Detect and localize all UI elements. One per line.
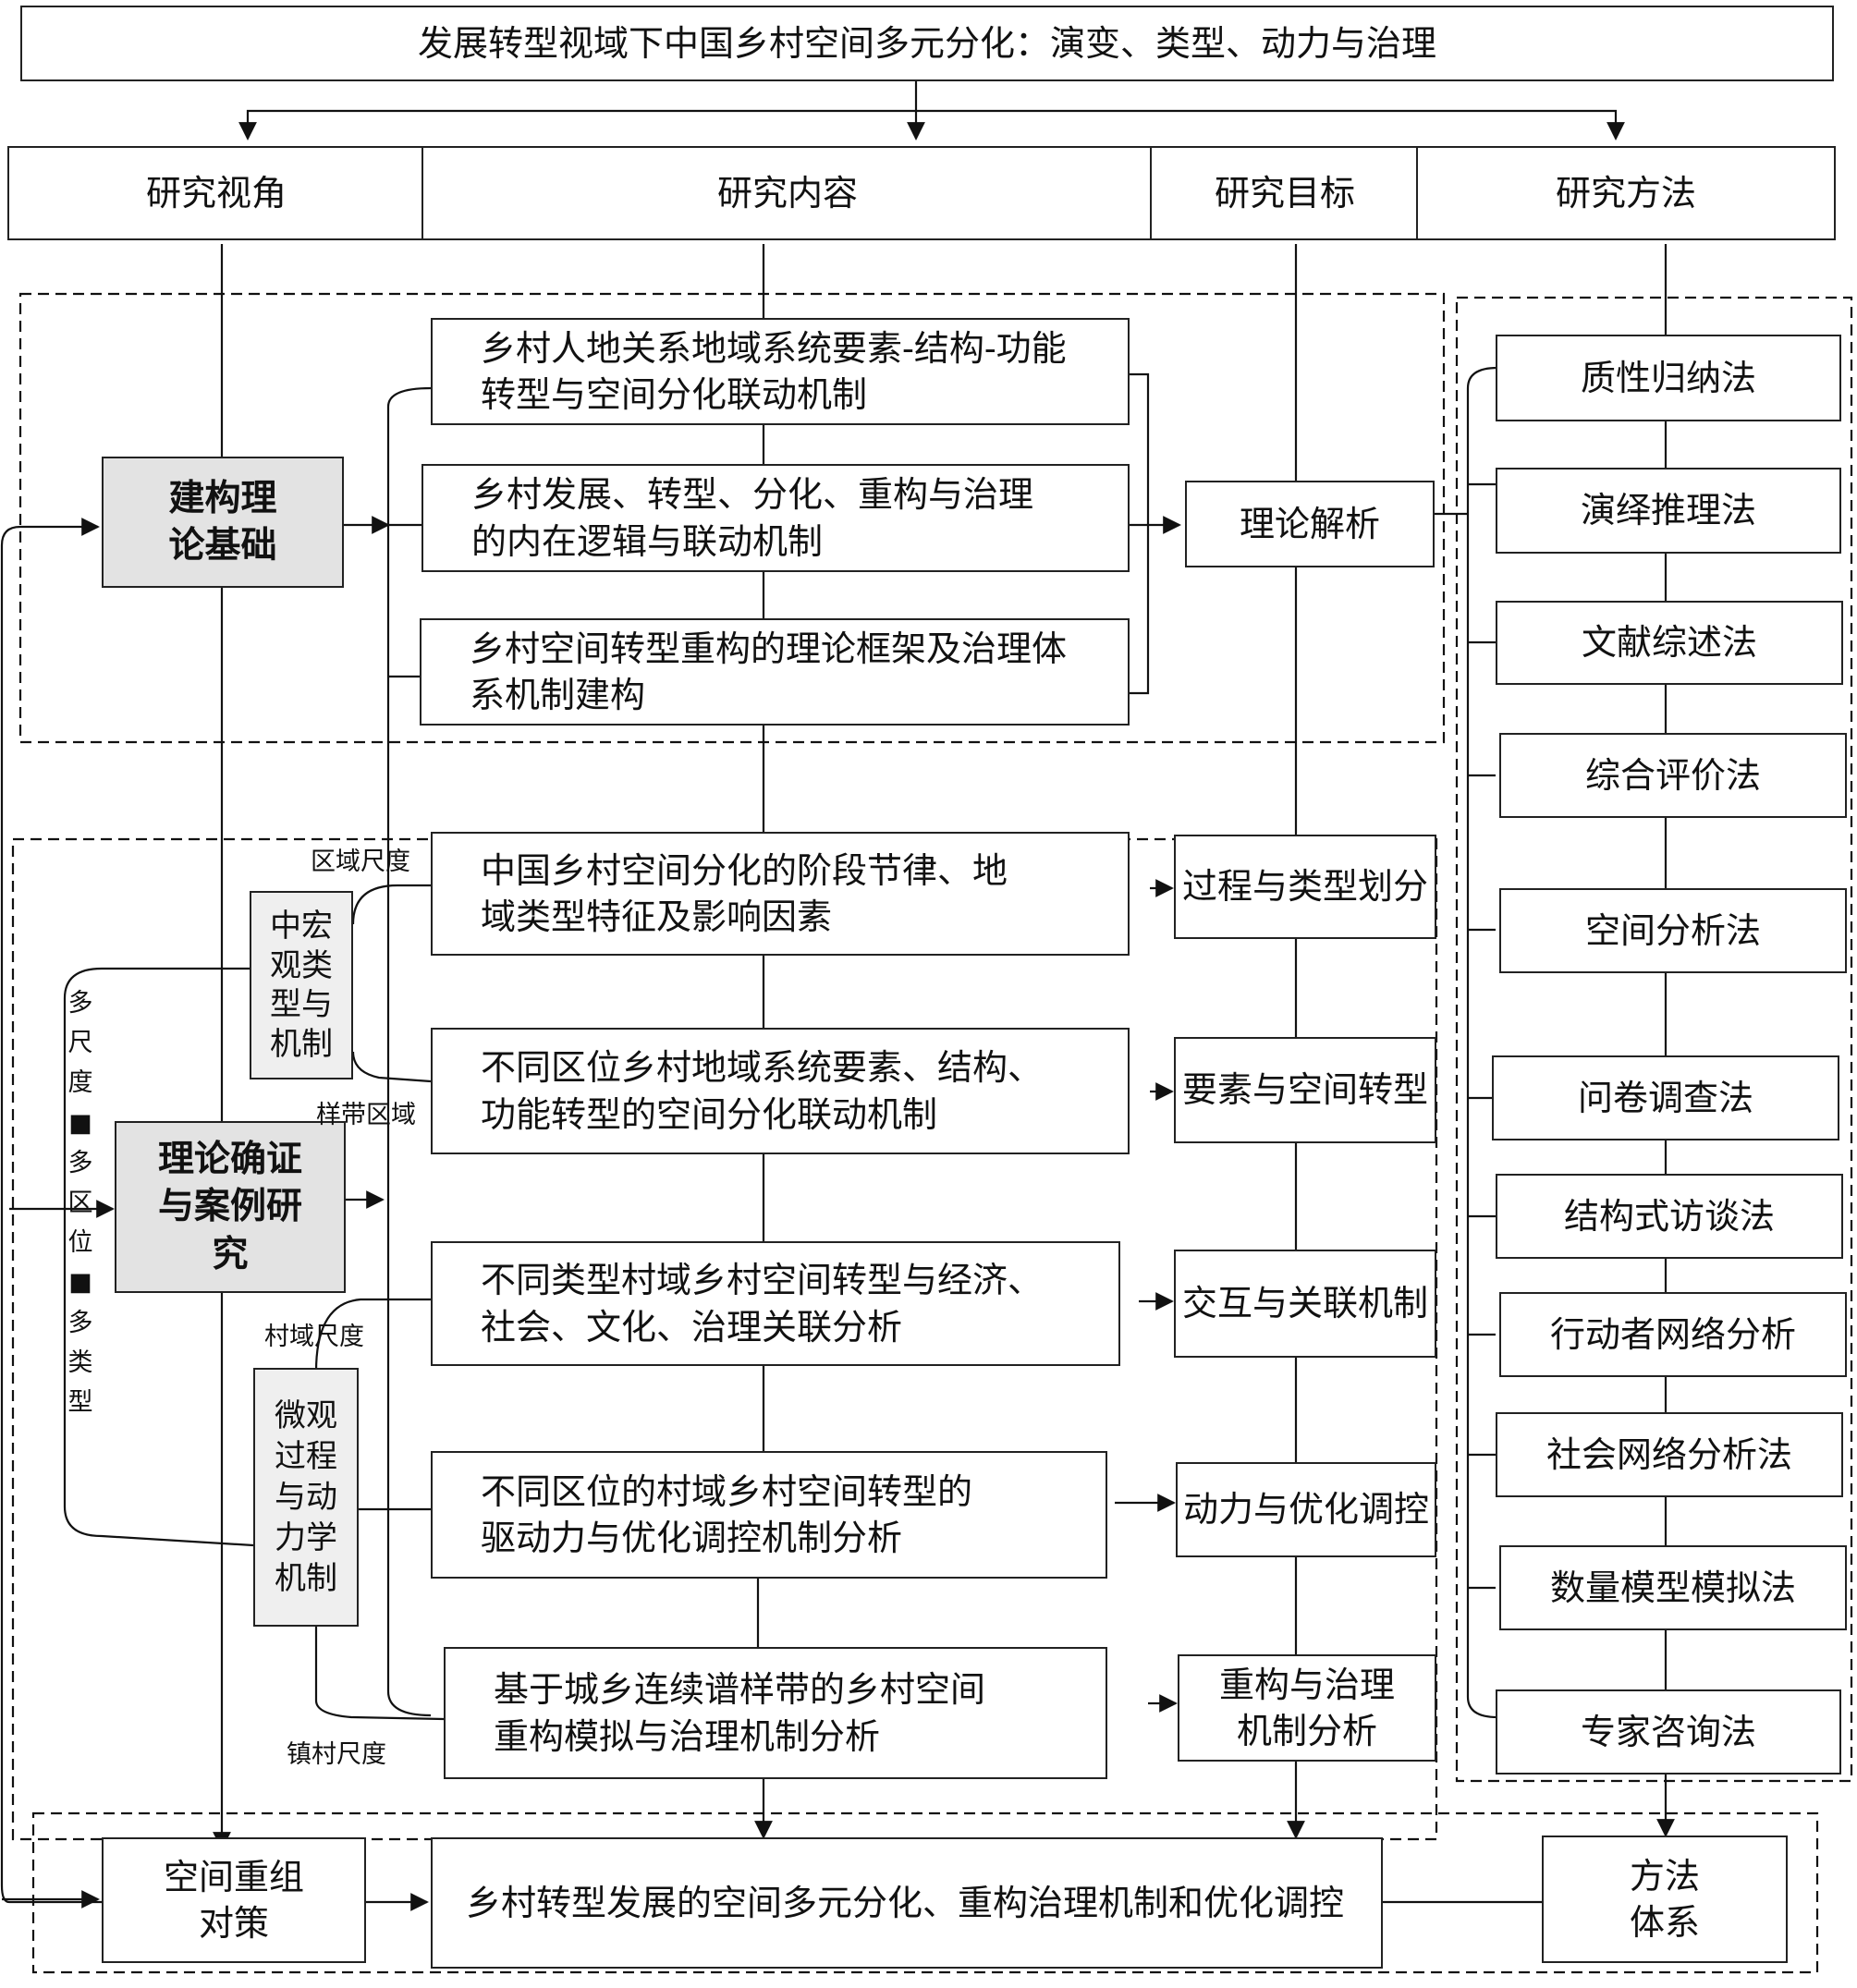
method-structured-interview: 结构式访谈法 [1496, 1174, 1843, 1259]
spatial-reorganization-strategy-label: 空间重组对策 [163, 1856, 304, 1944]
content-case-1: 中国乡村空间分化的阶段节律、地域类型特征及影响因素 [431, 832, 1130, 956]
final-outcome-box: 乡村转型发展的空间多元分化、重构治理机制和优化调控 [431, 1837, 1383, 1969]
theory-base-box: 建构理论基础 [102, 457, 344, 588]
side-char: 区 [67, 1188, 93, 1217]
target-theory-analysis: 理论解析 [1185, 481, 1435, 567]
content-theory-3-text: 乡村空间转型重构的理论框架及治理体系机制建构 [470, 628, 1068, 715]
side-char: ■ [68, 1108, 92, 1138]
content-case-5: 基于城乡连续谱样带的乡村空间重构模拟与治理机制分析 [444, 1647, 1107, 1779]
method-system-box: 方法体系 [1542, 1836, 1788, 1963]
scale-label-regional: 区域尺度 [311, 848, 410, 876]
target-case-5-text: 重构与治理机制分析 [1218, 1664, 1395, 1751]
content-case-3-text: 不同类型村域乡村空间转型与经济、社会、文化、治理关联分析 [481, 1260, 1044, 1348]
side-char: 多 [67, 989, 93, 1018]
content-case-2: 不同区位乡村地域系统要素、结构、功能转型的空间分化联动机制 [431, 1028, 1130, 1154]
content-theory-2-text: 乡村发展、转型、分化、重构与治理的内在逻辑与联动机制 [471, 474, 1034, 562]
scale-label-transect: 样带区域 [316, 1101, 416, 1129]
method-quantitative-model-simulation: 数量模型模拟法 [1499, 1545, 1847, 1630]
side-char: 类 [67, 1348, 93, 1377]
macro-mechanism-box: 中宏观类型与机制 [250, 891, 353, 1079]
header-research-perspective: 研究视角 [7, 146, 423, 240]
side-char: 度 [67, 1068, 93, 1098]
micro-mechanism-box: 微观过程与动力学机制 [253, 1368, 359, 1627]
method-expert-consultation: 专家咨询法 [1496, 1689, 1841, 1775]
multi-scale-side-label: 多 尺 度 ■ 多 区 位 ■ 多 类 型 [67, 983, 94, 1422]
side-char: 多 [67, 1148, 93, 1177]
micro-mechanism-label: 微观过程与动力学机制 [275, 1396, 337, 1598]
method-qualitative-induction: 质性归纳法 [1496, 335, 1841, 421]
header-research-content: 研究内容 [421, 146, 1152, 240]
content-case-4: 不同区位的村域乡村空间转型的驱动力与优化调控机制分析 [431, 1451, 1107, 1579]
method-questionnaire-survey: 问卷调查法 [1492, 1055, 1839, 1140]
side-char: 多 [67, 1308, 93, 1337]
side-char: 型 [67, 1387, 93, 1417]
side-char: ■ [68, 1268, 92, 1298]
spatial-reorganization-strategy-box: 空间重组对策 [102, 1837, 366, 1963]
output-group-frame [31, 1811, 1819, 1974]
theory-base-label: 建构理论基础 [168, 477, 277, 567]
content-theory-1-text: 乡村人地关系地域系统要素-结构-功能转型与空间分化联动机制 [481, 327, 1067, 415]
target-case-2: 要素与空间转型 [1174, 1037, 1436, 1143]
method-comprehensive-evaluation: 综合评价法 [1499, 733, 1847, 818]
header-research-target: 研究目标 [1150, 146, 1418, 240]
scale-label-village-domain: 村域尺度 [264, 1323, 364, 1351]
content-theory-2: 乡村发展、转型、分化、重构与治理的内在逻辑与联动机制 [421, 464, 1130, 572]
side-char: 尺 [67, 1029, 93, 1058]
side-char: 位 [67, 1228, 93, 1258]
target-case-4: 动力与优化调控 [1176, 1462, 1436, 1557]
main-title: 发展转型视域下中国乡村空间多元分化：演变、类型、动力与治理 [20, 6, 1834, 81]
content-case-1-text: 中国乡村空间分化的阶段节律、地域类型特征及影响因素 [481, 849, 1008, 937]
method-literature-review: 文献综述法 [1496, 601, 1843, 685]
method-deductive-reasoning: 演绎推理法 [1496, 468, 1841, 554]
content-theory-1: 乡村人地关系地域系统要素-结构-功能转型与空间分化联动机制 [431, 318, 1130, 425]
content-case-5-text: 基于城乡连续谱样带的乡村空间重构模拟与治理机制分析 [494, 1669, 986, 1757]
header-research-method: 研究方法 [1416, 146, 1836, 240]
target-case-1: 过程与类型划分 [1174, 835, 1436, 939]
content-case-2-text: 不同区位乡村地域系统要素、结构、功能转型的空间分化联动机制 [481, 1047, 1044, 1135]
case-study-label: 理论确证与案例研究 [157, 1138, 302, 1275]
content-case-3: 不同类型村域乡村空间转型与经济、社会、文化、治理关联分析 [431, 1241, 1120, 1366]
method-social-network-analysis: 社会网络分析法 [1496, 1412, 1843, 1497]
content-case-4-text: 不同区位的村域乡村空间转型的驱动力与优化调控机制分析 [481, 1470, 973, 1558]
final-outcome-text: 乡村转型发展的空间多元分化、重构治理机制和优化调控 [466, 1882, 1345, 1923]
scale-label-town-village: 镇村尺度 [287, 1740, 386, 1769]
target-case-5: 重构与治理机制分析 [1178, 1654, 1436, 1762]
case-study-box: 理论确证与案例研究 [115, 1121, 346, 1293]
content-theory-3: 乡村空间转型重构的理论框架及治理体系机制建构 [420, 618, 1130, 726]
target-case-3: 交互与关联机制 [1174, 1250, 1436, 1358]
theory-group-frame [18, 292, 1446, 744]
methods-group-frame [1455, 296, 1853, 1783]
method-actor-network-analysis: 行动者网络分析 [1499, 1292, 1847, 1377]
macro-mechanism-label: 中宏观类型与机制 [270, 908, 333, 1063]
method-system-label: 方法体系 [1629, 1855, 1700, 1943]
method-spatial-analysis: 空间分析法 [1499, 888, 1847, 973]
